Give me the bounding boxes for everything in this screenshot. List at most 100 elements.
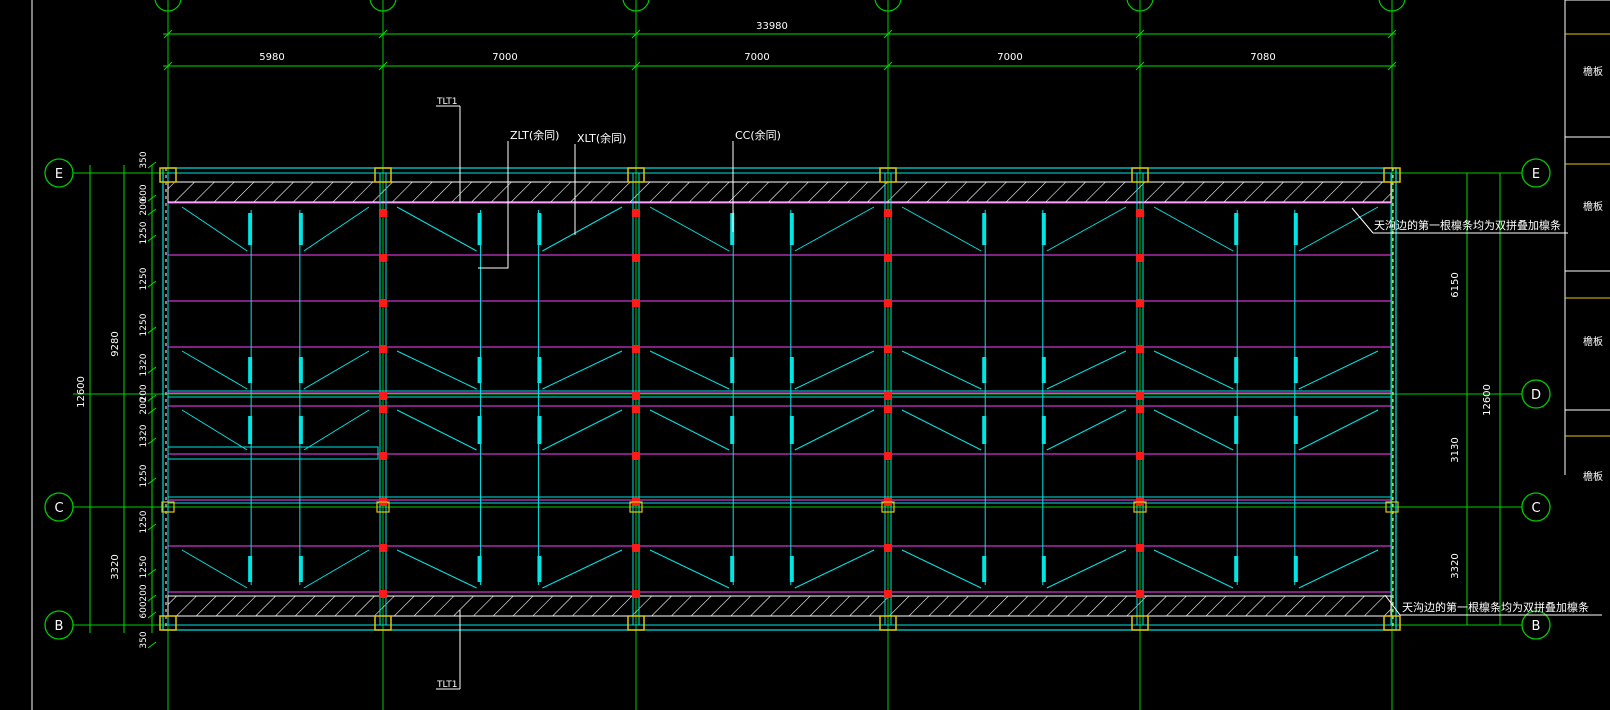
brace-line [542,409,623,451]
dim-tick [1135,29,1145,39]
dim-tick [631,61,641,71]
column-marker [629,501,643,513]
grid-bubble-top [369,0,397,12]
brace-line [1298,206,1379,252]
support-marker [1136,299,1144,307]
sag-rod-block [477,357,482,383]
sag-rod-block [537,556,542,582]
left-segment-dim-label: 600 [139,601,149,618]
support-marker [379,544,387,552]
right-dim-3: 3320 [1450,553,1461,578]
dim-tick [147,437,157,445]
sag-rod-block [982,416,987,444]
brace-line [794,206,875,252]
column-marker [1383,615,1401,631]
brace-line [542,206,623,252]
dim-tick [147,366,157,374]
dim-tick [147,407,157,415]
brace-line [542,549,623,589]
gutter-note-top: 天沟边的第一根檩条均为双拼叠加檩条 [1374,218,1561,232]
dimension-lines [89,29,1501,649]
brace-line [901,409,982,451]
left-group-dim-1: 9280 [110,331,121,356]
brace-line [396,549,477,589]
support-marker [884,392,892,400]
left-overall-dim: 12600 [76,376,87,408]
sag-rod-block [1041,416,1046,444]
sag-rod-block [982,213,987,245]
sag-rod-block [789,213,794,245]
brace-line [649,350,730,390]
svg-text:D: D [1531,388,1541,403]
brace-line [396,206,477,252]
left-segment-dim-label: 200 [139,584,149,601]
support-marker [632,345,640,353]
right-dim-2: 3130 [1450,437,1461,462]
sag-rod-block [1293,213,1298,245]
cc-label: CC(余同) [735,128,781,142]
tie-label-top: TLT1 [436,97,458,107]
brace-line [542,350,623,390]
support-marker [379,345,387,353]
brace-line [396,350,477,390]
grid-bubble-top [154,0,182,12]
gutter-hatch-bottom [167,595,1392,617]
column-marker [374,167,392,183]
dim-tick [147,208,157,216]
support-marker [1136,590,1144,598]
dim-tick [378,61,388,71]
column-marker [627,615,645,631]
dim-tick [1387,29,1397,39]
support-marker [884,254,892,262]
left-segment-dim-label: 1320 [139,353,149,376]
column-marker [159,615,177,631]
left-segment-dim-label: 1250 [139,555,149,578]
brace-line [794,350,875,390]
svg-text:E: E [1532,167,1540,182]
sag-rod-block [1293,556,1298,582]
support-marker [884,345,892,353]
side-label-2: 檐板 [1583,200,1603,213]
side-label-1: 檐板 [1583,65,1603,78]
bay-dimension-5: 7080 [1250,52,1275,63]
inner-wall [167,172,1392,626]
sag-rod-block [982,556,987,582]
roof-frame [162,167,1397,631]
sag-rod-block [1293,357,1298,383]
sag-rod-block [730,357,735,383]
dim-tick [147,477,157,485]
structural-members [167,173,1391,625]
sag-rod-block [298,213,303,245]
column-marker [159,167,177,183]
dim-tick [147,394,157,402]
support-marker [379,590,387,598]
brace-line [1153,549,1234,589]
bay-dimension-4: 7000 [997,52,1022,63]
left-segment-dim-label: 350 [139,631,149,648]
svg-text:C: C [54,501,63,516]
brace-line [1153,206,1234,252]
sag-rod-block [789,416,794,444]
dim-tick [883,61,893,71]
grid-bubble-e-left: E [44,158,74,188]
dim-tick [163,29,173,39]
grid-bubble-d-right: D [1521,379,1551,409]
sag-rod-block [537,213,542,245]
sag-rod-block [730,213,735,245]
brace-line [181,409,248,451]
grid-bubble-c-left: C [44,492,74,522]
column-marker [1133,501,1147,513]
support-marker [632,544,640,552]
brace-line [1046,549,1127,589]
brace-line [649,206,730,252]
brace-line [901,549,982,589]
grid-bubble-b-right: B [1521,610,1551,640]
column-marker [1383,167,1401,183]
dim-tick [147,641,157,649]
sag-rod-block [1234,556,1239,582]
left-group-dim-2: 3320 [110,554,121,579]
zlt-label: ZLT(余同) [510,128,559,142]
support-marker [632,392,640,400]
svg-text:C: C [1531,501,1540,516]
left-segment-dim-label: 600 [139,184,149,201]
